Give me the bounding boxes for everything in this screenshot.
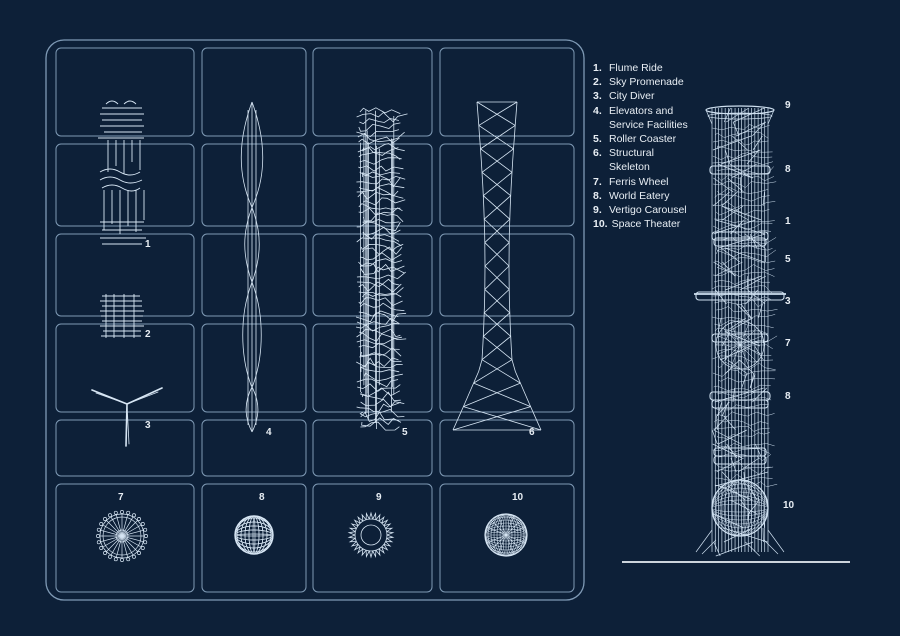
- component-label-4: 4: [266, 427, 272, 438]
- component-label-8: 8: [259, 492, 265, 503]
- component-label-6: 6: [529, 427, 535, 438]
- flume-ride-drawing: [98, 100, 146, 245]
- tower-label-city-diver: 3: [785, 296, 791, 307]
- legend-item: 3. City Diver: [593, 89, 688, 103]
- structural-skeleton-drawing: [452, 101, 542, 431]
- legend-number: 1.: [593, 62, 602, 74]
- legend-item: 1. Flume Ride: [593, 61, 688, 75]
- component-label-1: 1: [145, 239, 151, 250]
- legend-item: 6. Structural Skeleton: [593, 146, 688, 174]
- legend-number: 7.: [593, 175, 602, 188]
- legend-number: 2.: [593, 76, 602, 89]
- sky-promenade-drawing: [100, 294, 144, 338]
- tower-label-flume-ride: 1: [785, 216, 791, 227]
- ferris-wheel-drawing: [96, 510, 148, 562]
- world-eatery-drawing: [234, 515, 274, 555]
- roller-coaster-drawing: [355, 107, 408, 431]
- legend-number: 4.: [593, 104, 602, 117]
- legend-number: 10.: [593, 218, 608, 231]
- legend-item: 2. Sky Promenade: [593, 75, 688, 89]
- component-label-10: 10: [512, 492, 524, 503]
- component-label-7: 7: [118, 492, 124, 503]
- legend-item: 7. Ferris Wheel: [593, 175, 688, 189]
- legend: 1. Flume Ride 2. Sky Promenade 3. City Dive…: [593, 61, 688, 231]
- legend-text: Sky Promenade: [609, 76, 684, 89]
- assembled-tower-drawing: [622, 105, 850, 563]
- legend-number: 9.: [593, 204, 602, 217]
- legend-item: 9. Vertigo Carousel: [593, 203, 688, 217]
- legend-text: City Diver: [609, 90, 655, 103]
- tower-label-world-eatery-bottom: 8: [785, 391, 791, 402]
- elevator-core-drawing: [241, 101, 263, 433]
- legend-text: Ferris Wheel: [609, 175, 669, 188]
- legend-number: 6.: [593, 147, 602, 160]
- city-diver-drawing: [91, 387, 163, 447]
- legend-text: Structural Skeleton: [609, 147, 654, 174]
- legend-item: 8. World Eatery: [593, 189, 688, 203]
- legend-text: Roller Coaster: [609, 133, 677, 146]
- legend-text: Flume Ride: [609, 62, 663, 74]
- legend-text: Vertigo Carousel: [609, 204, 687, 217]
- vertigo-carousel-drawing: [347, 511, 395, 559]
- legend-item: 10.Space Theater: [593, 217, 688, 231]
- component-label-2: 2: [145, 329, 151, 340]
- legend-item: 5. Roller Coaster: [593, 132, 688, 146]
- component-label-3: 3: [145, 420, 151, 431]
- legend-text: World Eatery: [609, 189, 670, 202]
- tower-label-space-theater: 10: [783, 500, 795, 511]
- legend-number: 5.: [593, 133, 602, 146]
- legend-text: Elevators and Service Facilities: [609, 104, 688, 131]
- legend-number: 3.: [593, 90, 602, 103]
- space-theater-drawing: [484, 513, 528, 557]
- tower-label-ferris-wheel: 7: [785, 338, 791, 349]
- tower-label-roller-coaster: 5: [785, 254, 791, 265]
- parts-frame: [45, 39, 585, 601]
- component-label-5: 5: [402, 427, 408, 438]
- legend-text: Space Theater: [611, 218, 681, 231]
- legend-item: 4. Elevators and Service Facilities: [593, 104, 688, 132]
- component-label-9: 9: [376, 492, 382, 503]
- legend-number: 8.: [593, 189, 602, 202]
- tower-label-vertigo-carousel: 9: [785, 100, 791, 111]
- tower-label-world-eatery-top: 8: [785, 164, 791, 175]
